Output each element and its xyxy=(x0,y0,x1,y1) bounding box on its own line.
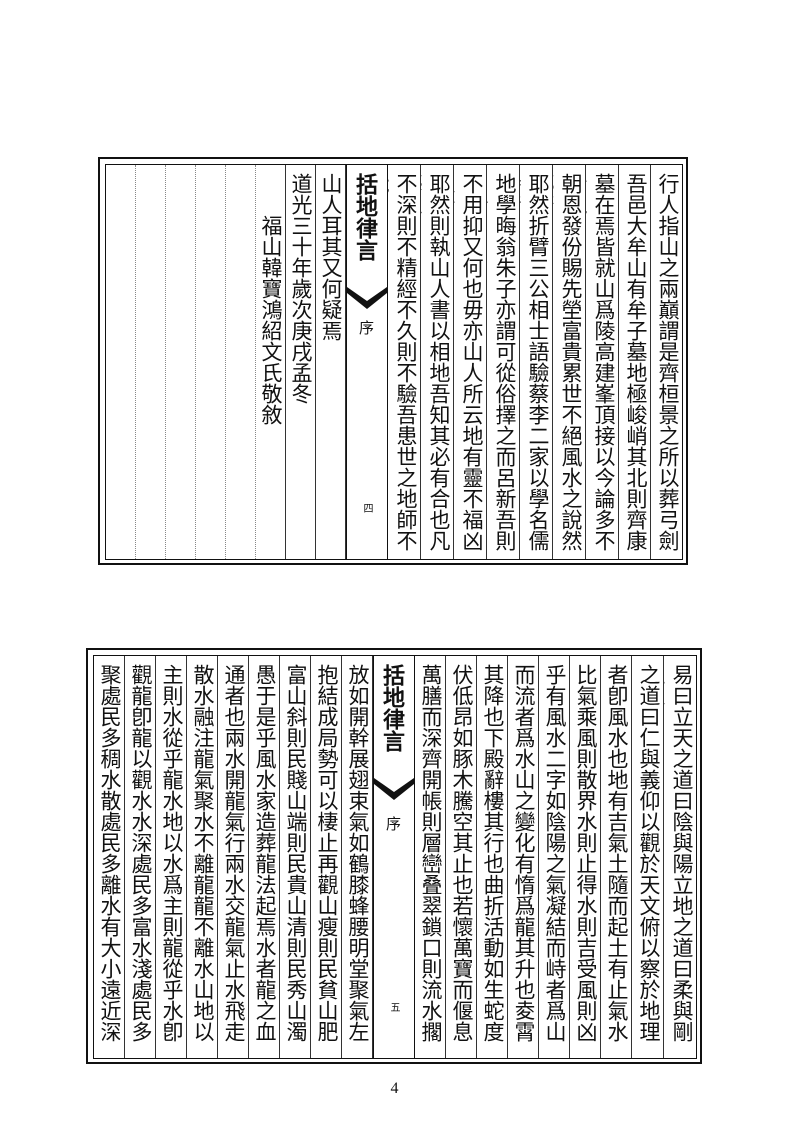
top-right-col-3: 墓在焉皆就山爲陵高建峯頂接以今論多不合龜 xyxy=(586,165,619,559)
col-text: 道光三十年歲次庚戌孟冬 xyxy=(289,173,313,404)
bottom-right-col-4: 比氣乘風則散界水則止得水則吉受風則凶於是 xyxy=(570,656,601,1058)
bottom-center-spine: 括地律言 序 五 xyxy=(373,656,415,1058)
bottom-folio-frame: 聚處民多稠水散處民多離水有大小遠近深淺不 觀龍卽龍以觀水水深處民多富水淺處民多貧… xyxy=(93,655,697,1059)
col-text: 散水融注龍氣聚水不離龍龍不離水山地以龍爲 xyxy=(191,664,215,1042)
bottom-left-col-9: 聚處民多稠水散處民多離水有大小遠近深淺不 xyxy=(94,656,125,1058)
bottom-right-col-3: 者卽風水也地有吉氣土隨而起土有止氣水隨而 xyxy=(601,656,632,1058)
col-text: 通者也兩水開龍氣行兩水交龍氣止水飛走龍氣 xyxy=(222,664,246,1042)
col-text: 不深則不精經不久則不驗吾患世之地師不能如 xyxy=(388,173,418,551)
folio-number: 四 xyxy=(361,503,372,513)
bottom-right-col-7: 其降也下殿辭樓其行也曲折活動如生蛇度水起 xyxy=(477,656,508,1058)
col-text: 地學晦翁朱子亦謂可從俗擇之而呂新吾則函斥 xyxy=(487,173,517,551)
col-text: 易曰立天之道曰陰與陽立地之道曰柔與剛立人 xyxy=(664,664,694,1042)
bottom-right-col-5: 乎有風水二字如陰陽之氣凝結而峙者爲山散漫 xyxy=(539,656,570,1058)
top-folio-frame: 福山韓寶鴻紹文氏敬敘 道光三十年歲次庚戌孟冬 山人耳其又何疑焉 括地律言 序 四… xyxy=(105,164,683,560)
top-blank-col xyxy=(226,165,256,559)
col-text: 主則水從乎龍水地以水爲主則龍從乎水卽水以 xyxy=(160,664,184,1042)
col-text: 行人指山之兩巔謂是齊桓景之所以葬弓劍也而 xyxy=(651,173,680,551)
top-right-col-6: 地學晦翁朱子亦謂可從俗擇之而呂新吾則函斥 xyxy=(487,165,520,559)
col-text: 墓在焉皆就山爲陵高建峯頂接以今論多不合龜 xyxy=(586,173,616,551)
fishtail-mark xyxy=(374,778,414,800)
col-text: 山人耳其又何疑焉 xyxy=(319,173,343,341)
top-left-col-3: 福山韓寶鴻紹文氏敬敘 xyxy=(256,165,286,559)
col-text: 觀龍卽龍以觀水水深處民多富水淺處民多貧水 xyxy=(129,664,153,1042)
book-title: 括地律言 xyxy=(379,664,405,752)
col-text: 伏低昂如豚木騰空其止也若懷萬寶而偃息若具 xyxy=(450,664,474,1042)
col-text: 放如開幹展翅束氣如鶴膝蜂腰明堂聚氣左右環 xyxy=(346,664,370,1042)
col-text: 抱結成局勢可以棲止再觀山瘦則民貧山肥則民 xyxy=(315,664,339,1042)
top-right-col-9: 不深則不精經不久則不驗吾患世之地師不能如 xyxy=(388,165,421,559)
top-blank-col xyxy=(106,165,136,559)
top-left-col-2: 道光三十年歲次庚戌孟冬 xyxy=(286,165,316,559)
col-text: 比氣乘風則散界水則止得水則吉受風則凶於是 xyxy=(574,664,598,1042)
book-title: 括地律言 xyxy=(352,173,378,261)
col-text: 聚處民多稠水散處民多離水有大小遠近深淺不 xyxy=(98,664,122,1042)
bottom-left-col-1: 放如開幹展翅束氣如鶴膝蜂腰明堂聚氣左右環 xyxy=(342,656,373,1058)
top-right-col-4: 朝恩發份賜先塋富貴累世不絕風水之說然耶否 xyxy=(553,165,586,559)
bottom-folio: 聚處民多稠水散處民多離水有大小遠近深淺不 觀龍卽龍以觀水水深處民多富水淺處民多貧… xyxy=(86,648,702,1064)
col-text: 萬膳而深齊開帳則層巒叠翠鎖口則流水擱舟縱 xyxy=(419,664,443,1042)
bottom-left-col-5: 通者也兩水開龍氣行兩水交龍氣止水飛走龍氣 xyxy=(218,656,249,1058)
top-right-col-8: 耶然則執山人書以相地吾知其必有合也凡藝入 xyxy=(421,165,454,559)
top-right-col-5: 耶然折臂三公相士語驗蔡李二家以學名儒特精 xyxy=(520,165,553,559)
col-text: 富山斜則民賤山端則民貴山清則民秀山濁則民 xyxy=(284,664,308,1042)
bottom-left-col-6: 散水融注龍氣聚水不離龍龍不離水山地以龍爲 xyxy=(187,656,218,1058)
top-right-col-2: 吾邑大牟山有牟子墓地極峻峭其北則齊康公之 xyxy=(619,165,651,559)
col-text: 吾邑大牟山有牟子墓地極峻峭其北則齊康公之 xyxy=(619,173,648,551)
bottom-right-col-9: 萬膳而深齊開帳則層巒叠翠鎖口則流水擱舟縱 xyxy=(415,656,446,1058)
folio-number: 五 xyxy=(388,1002,399,1012)
section-label: 序 xyxy=(384,816,402,831)
bottom-left-col-8: 觀龍卽龍以觀水水深處民多富水淺處民多貧水 xyxy=(125,656,156,1058)
col-text: 乎有風水二字如陰陽之氣凝結而峙者爲山散漫 xyxy=(543,664,567,1042)
bottom-left-col-7: 主則水從乎龍水地以水爲主則龍從乎水卽水以 xyxy=(156,656,187,1058)
top-right-col-7: 不用抑又何也毋亦山人所云地有靈不福凶人者 xyxy=(454,165,487,559)
bottom-right-col-2: 之道曰仁與義仰以觀於天文俯以察於地理地理 xyxy=(632,656,664,1058)
bottom-left-col-4: 愚于是乎風水家造葬龍法起焉水者龍之血脈流 xyxy=(249,656,280,1058)
bottom-right-col-6: 而流者爲水山之變化有惰爲龍其升也夌霄插漢 xyxy=(508,656,539,1058)
col-text: 愚于是乎風水家造葬龍法起焉水者龍之血脈流 xyxy=(253,664,277,1042)
top-left-col-1: 山人耳其又何疑焉 xyxy=(316,165,346,559)
bottom-left-col-3: 富山斜則民賤山端則民貴山清則民秀山濁則民 xyxy=(280,656,311,1058)
bottom-right-col-1: 易曰立天之道曰陰與陽立地之道曰柔與剛立人 xyxy=(664,656,696,1058)
section-label: 序 xyxy=(357,320,375,335)
top-center-spine: 括地律言 序 四 xyxy=(346,165,388,559)
col-text: 耶然折臂三公相士語驗蔡李二家以學名儒特精 xyxy=(520,173,550,551)
col-text: 之道曰仁與義仰以觀於天文俯以察於地理地理 xyxy=(632,664,661,1042)
top-blank-col xyxy=(166,165,196,559)
page-number: 4 xyxy=(390,1080,399,1097)
fishtail-mark xyxy=(347,287,387,309)
col-text: 其降也下殿辭樓其行也曲折活動如生蛇度水起 xyxy=(481,664,505,1042)
bottom-left-col-2: 抱結成局勢可以棲止再觀山瘦則民貧山肥則民 xyxy=(311,656,342,1058)
top-right-col-1: 行人指山之兩巔謂是齊桓景之所以葬弓劍也而 xyxy=(651,165,682,559)
col-text: 不用抑又何也毋亦山人所云地有靈不福凶人者 xyxy=(454,173,484,551)
col-text: 福山韓寶鴻紹文氏敬敘 xyxy=(259,173,283,425)
col-text: 朝恩發份賜先塋富貴累世不絕風水之說然耶否 xyxy=(553,173,583,551)
top-folio: 福山韓寶鴻紹文氏敬敘 道光三十年歲次庚戌孟冬 山人耳其又何疑焉 括地律言 序 四… xyxy=(98,157,688,565)
col-text: 耶然則執山人書以相地吾知其必有合也凡藝入 xyxy=(421,173,451,551)
top-blank-col xyxy=(196,165,226,559)
bottom-right-col-8: 伏低昂如豚木騰空其止也若懷萬寶而偃息若具 xyxy=(446,656,477,1058)
top-blank-col xyxy=(136,165,166,559)
col-text: 而流者爲水山之變化有惰爲龍其升也夌霄插漢 xyxy=(512,664,536,1042)
col-text: 者卽風水也地有吉氣土隨而起土有止氣水隨而 xyxy=(605,664,629,1042)
